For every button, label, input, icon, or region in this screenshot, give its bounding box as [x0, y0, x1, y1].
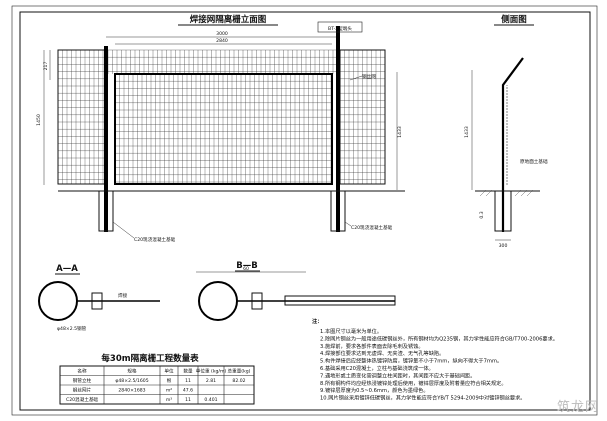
post-left	[104, 46, 108, 232]
table-header-cell: 名称	[77, 367, 87, 374]
section-aa-title: A—A	[56, 264, 78, 274]
notes-list: 1.本图尺寸以毫米为单位。2.除网片钢丝为一般用途低碳钢丝外，所有钢材均为Q23…	[320, 327, 558, 402]
section-aa-pipe	[38, 281, 78, 321]
table-cell: 11	[185, 397, 191, 403]
foundation-left	[98, 190, 114, 232]
left-mesh-panel-frame	[57, 49, 107, 185]
mesh-label: 钢丝网	[362, 73, 376, 80]
notes-heading: 注：	[312, 317, 322, 325]
side-ground-hatch	[479, 189, 534, 197]
foundation-right	[330, 190, 346, 232]
note-item: 9.镀锌层厚度为0.5~0.6mm，颜色为墨绿色。	[320, 386, 429, 394]
table-cell: 根	[167, 377, 172, 384]
table-title: 每30m隔离栅工程数量表	[101, 353, 199, 364]
table-cell: m²	[166, 388, 172, 393]
side-dim-height: 1433	[464, 126, 470, 138]
note-item: 2.除网片钢丝为一般用途低碳钢丝外，所有钢材均为Q235钢，其力学性能应符合GB…	[320, 334, 558, 342]
dim-top: 217	[43, 62, 49, 71]
side-post	[501, 57, 524, 232]
side-ground-label: 原地面土基础	[520, 158, 548, 165]
section-bb-dim: 60	[243, 266, 249, 272]
note-item: 4.焊接部位要求达到无虚焊、无夹渣、无气孔等缺陷。	[320, 349, 444, 357]
table-header-cell: 单位重 (kg/m)	[196, 367, 227, 374]
side-foundation	[494, 190, 512, 232]
table-cell: m³	[166, 397, 172, 403]
section-bb-channel	[284, 295, 396, 306]
table-cell: C20混凝土基础	[66, 396, 98, 403]
table-header-cell: 总重量(kg)	[228, 367, 251, 374]
dim-right: 1433	[397, 126, 403, 138]
table-cell: 0.401	[204, 397, 217, 403]
note-item: 6.基础采用C20混凝土，立柱与基础浇筑成一体。	[320, 364, 434, 372]
section-bb-clamp	[251, 292, 263, 310]
elevation-title: 焊接网隔离栅立面图	[190, 14, 267, 25]
endcap-label: BT-2型端头	[328, 25, 352, 32]
table-header-cell: 规格	[127, 367, 137, 374]
mesh-grid	[57, 49, 386, 184]
foundation-leader-left	[112, 221, 135, 239]
foundation-label-right: C20现浇混凝土基础	[351, 224, 393, 231]
dim-height: 1450	[36, 114, 42, 126]
watermark: 筑龙网	[556, 400, 599, 415]
endcap-box	[317, 21, 363, 33]
table-cell: 2.81	[206, 378, 216, 384]
table-header-cell: 数量	[183, 367, 193, 374]
side-dim-depth: 0.3	[479, 211, 485, 218]
dim-panel: 2840	[216, 38, 228, 44]
table-cell: 钢管立柱	[73, 377, 92, 384]
note-item: 5.构件焊接后应经整体热镀锌防腐，镀锌量不小于7mm，纵向不得大于7mm。	[320, 357, 502, 365]
inner-border	[19, 11, 591, 411]
table-header-cell: 单位	[164, 367, 174, 374]
table-cell: 2840×1683	[118, 387, 145, 393]
note-item: 1.本图尺寸以毫米为单位。	[320, 327, 382, 335]
foundation-label-left: C20现浇混凝土基础	[134, 236, 176, 243]
table-cell: 钢丝网片	[73, 386, 92, 393]
table-cell: 82.02	[232, 378, 245, 384]
side-dim-base: 300	[499, 243, 508, 249]
section-aa-pipe-label: φ48×2.5钢管	[57, 325, 87, 332]
section-aa-clamp	[91, 292, 103, 310]
post-right	[336, 26, 340, 232]
table-cell: φ48×2.5/1605	[115, 378, 148, 384]
section-bb-title: B—B	[236, 261, 257, 271]
section-bb-pipe	[198, 281, 238, 321]
table-cell: 47.6	[183, 387, 193, 393]
note-item: 3.施焊前，要求各部件表面去除毛刺及锈蚀。	[320, 342, 424, 350]
quantity-table: 名称 规格 单位 数量单位重 (kg/m)总重量(kg) 钢管立柱 φ48×2.5/160…	[59, 365, 255, 405]
section-aa-weld-label: 焊接	[118, 292, 128, 299]
foundation-leader-right	[344, 221, 352, 227]
table-cell: 11	[185, 378, 191, 384]
mesh-panel-frame	[114, 73, 333, 185]
side-title: 侧面图	[500, 14, 527, 25]
note-item: 7.遇地形或土质变化需调整立柱间距时，其间距不应大于基础间距。	[320, 371, 475, 379]
outer-border	[11, 5, 598, 416]
mesh-leader	[349, 75, 363, 81]
note-item: 8.所有钢构件均应经热浸镀锌处理后使用，镀锌层厚度及附着量应符合相关规定。	[320, 379, 507, 387]
note-item: 10.网片钢丝采用镀锌低碳钢丝，其力学性能应符合YB/T 5294-2009中对…	[320, 394, 525, 402]
dim-overall: 3000	[216, 31, 228, 37]
